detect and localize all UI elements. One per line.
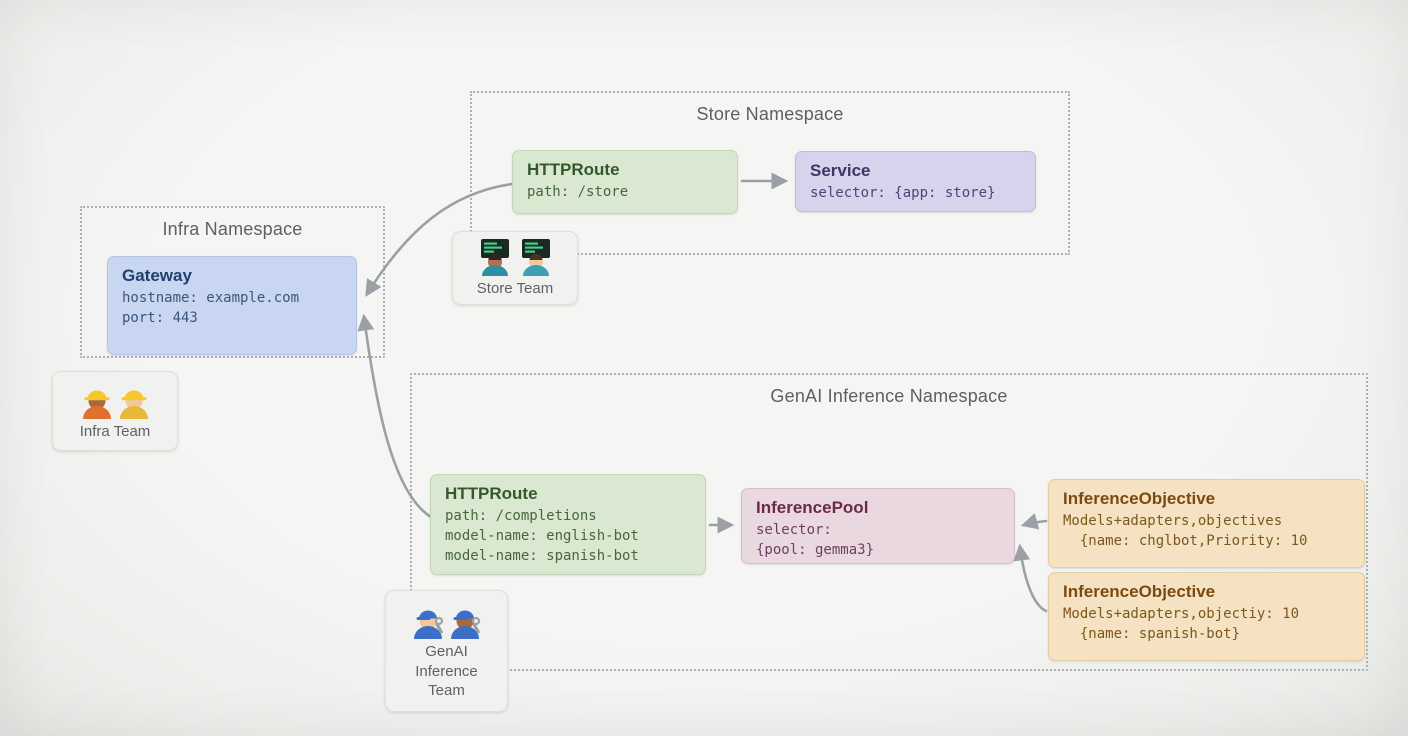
inference-pool-node: InferencePool selector: {pool: gemma3} bbox=[741, 488, 1015, 564]
edge-genairoute-to-gateway bbox=[357, 313, 433, 519]
infra-namespace-box: Infra Namespace bbox=[80, 206, 385, 358]
genai-httproute-model-english: model-name: english-bot bbox=[445, 527, 639, 544]
inference-objective-1-line2: {name: chglbot,Priority: 10 bbox=[1063, 532, 1308, 549]
inference-objective-1-line1: Models+adapters,objectives bbox=[1063, 513, 1283, 529]
genai-team-icons bbox=[411, 601, 482, 640]
inference-objective-2-node: InferenceObjective Models+adapters,objec… bbox=[1048, 572, 1365, 661]
inference-objective-2-line2: {name: spanish-bot} bbox=[1063, 625, 1241, 642]
store-namespace-label: Store Namespace bbox=[696, 104, 844, 124]
mechanic-icon bbox=[451, 610, 481, 640]
genai-httproute-node: HTTPRoute path: /completions model-name:… bbox=[430, 474, 706, 575]
construction-worker-icon bbox=[82, 390, 111, 419]
store-service-selector: selector: {app: store} bbox=[810, 185, 996, 201]
inference-objective-1-title: InferenceObjective bbox=[1063, 489, 1216, 508]
edge-objective1-to-pool bbox=[1020, 513, 1048, 530]
edge-objective2-to-pool bbox=[1013, 543, 1048, 613]
genai-team-label-line3: Team bbox=[428, 682, 465, 700]
gateway-node: Gateway hostname: example.com port: 443 bbox=[107, 256, 357, 355]
mechanic-icon bbox=[414, 610, 444, 640]
inference-objective-2-title: InferenceObjective bbox=[1063, 582, 1216, 601]
store-service-title: Service bbox=[810, 161, 871, 180]
genai-namespace-box: GenAI Inference Namespace bbox=[410, 373, 1368, 671]
store-team-label: Store Team bbox=[476, 279, 554, 297]
genai-namespace-label: GenAI Inference Namespace bbox=[770, 386, 1008, 406]
technologist-icon bbox=[521, 238, 550, 276]
inference-objective-1-node: InferenceObjective Models+adapters,objec… bbox=[1048, 479, 1365, 568]
genai-team-label: GenAI Inference Team bbox=[415, 642, 478, 701]
construction-worker-icon bbox=[119, 390, 148, 419]
inference-pool-selector: selector: bbox=[756, 522, 832, 538]
genai-team-card: GenAI Inference Team bbox=[385, 590, 508, 712]
infra-team-icons bbox=[80, 381, 151, 419]
technologist-icon bbox=[480, 238, 509, 276]
inference-pool-title: InferencePool bbox=[756, 498, 869, 517]
store-httproute-path: path: /store bbox=[527, 184, 629, 200]
genai-httproute-title: HTTPRoute bbox=[445, 484, 538, 503]
genai-httproute-model-spanish: model-name: spanish-bot bbox=[445, 547, 639, 564]
store-namespace-box: Store Namespace bbox=[470, 91, 1070, 255]
inference-pool-pool: {pool: gemma3} bbox=[756, 541, 875, 558]
store-service-node: Service selector: {app: store} bbox=[795, 151, 1036, 212]
store-httproute-title: HTTPRoute bbox=[527, 160, 620, 179]
genai-team-label-line2: Inference bbox=[415, 662, 478, 680]
store-team-card: Store Team bbox=[452, 231, 578, 305]
genai-team-label-line1: GenAI bbox=[425, 643, 468, 661]
infra-team-label: Infra Team bbox=[79, 422, 151, 440]
genai-httproute-path: path: /completions bbox=[445, 508, 597, 524]
gateway-hostname: hostname: example.com bbox=[122, 290, 300, 306]
infra-namespace-label: Infra Namespace bbox=[162, 219, 303, 239]
store-team-icons bbox=[476, 238, 555, 276]
infra-team-card: Infra Team bbox=[52, 371, 178, 451]
gateway-title: Gateway bbox=[122, 266, 192, 285]
gateway-port: port: 443 bbox=[122, 309, 198, 326]
store-httproute-node: HTTPRoute path: /store bbox=[512, 150, 738, 214]
edge-storeroute-to-gateway bbox=[365, 182, 514, 297]
inference-objective-2-line1: Models+adapters,objectiy: 10 bbox=[1063, 606, 1300, 622]
